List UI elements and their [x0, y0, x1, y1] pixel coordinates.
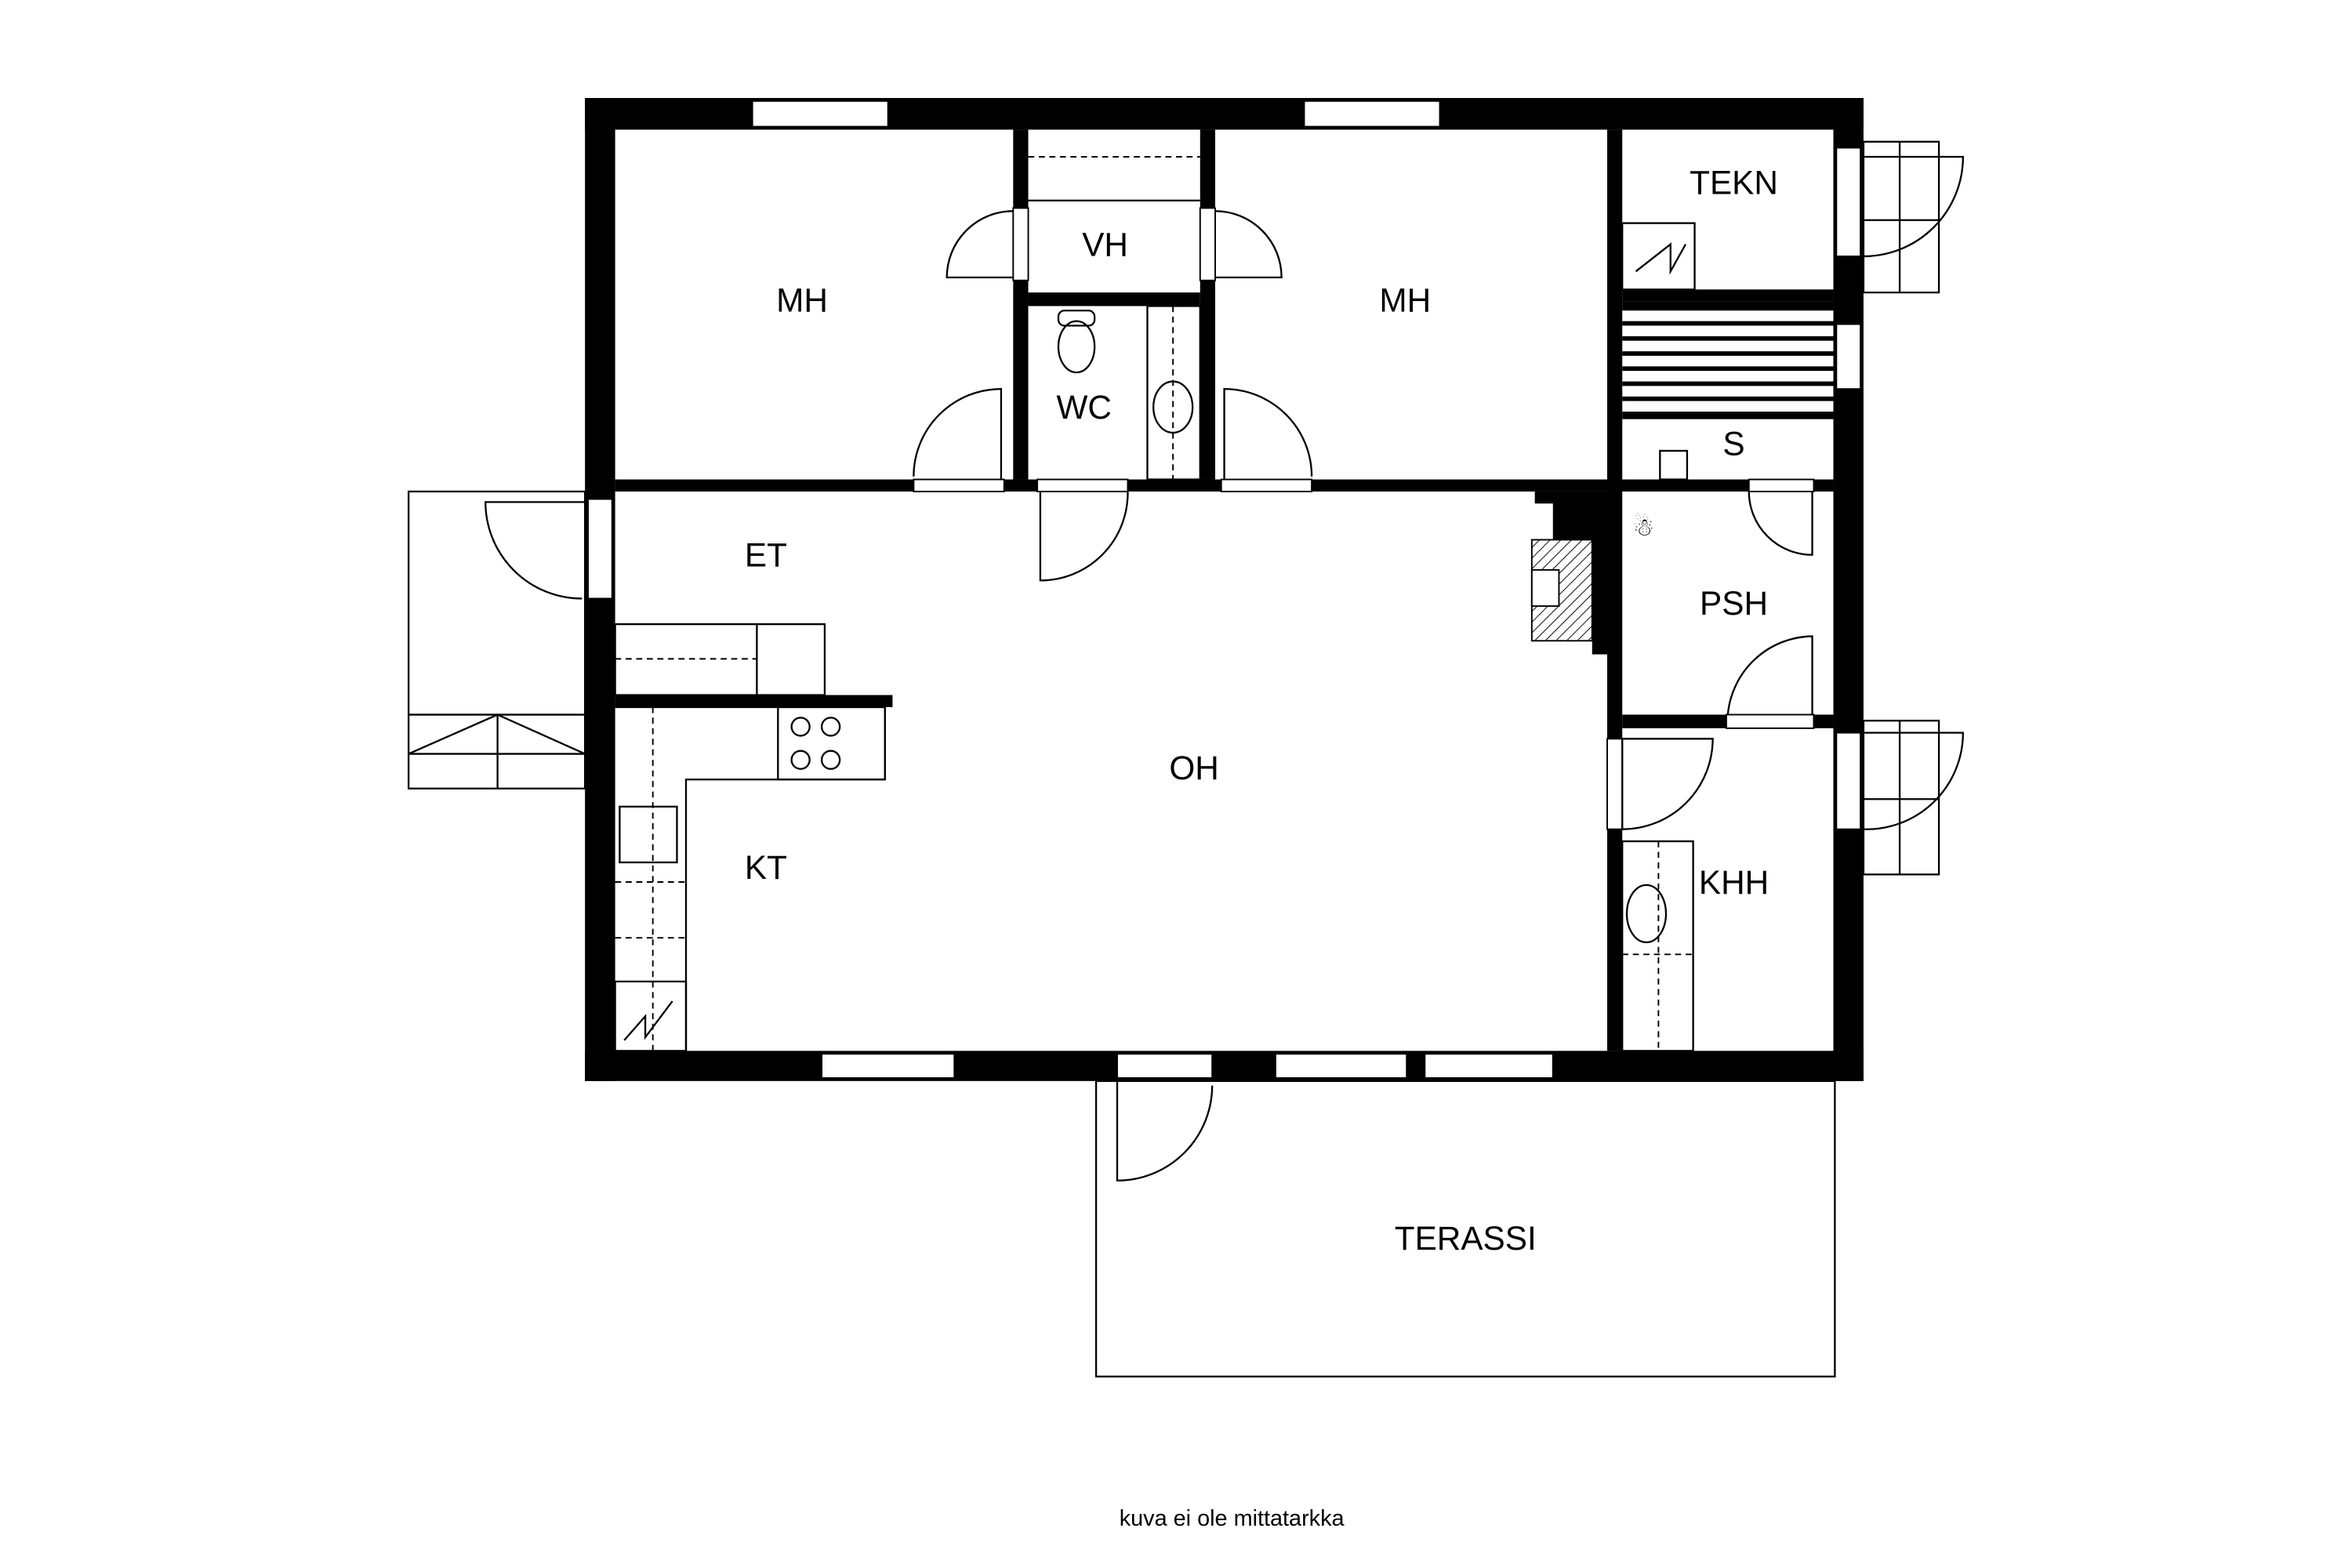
- washbasin-icon: [1625, 884, 1668, 944]
- room-label-mh-right: MH: [1379, 282, 1431, 319]
- room-labels: MH VH MH TEKN WC S ET PSH OH KT KHH TERA…: [745, 165, 1778, 1257]
- fixtures: ☃: [614, 156, 1834, 1052]
- shower-icon: ☃: [1632, 513, 1654, 541]
- room-label-khh: KHH: [1699, 864, 1769, 901]
- room-label-s: S: [1722, 425, 1744, 462]
- sauna-stove-icon: [1659, 449, 1689, 481]
- doors: [485, 140, 1965, 1181]
- sauna-bench: [1622, 301, 1834, 419]
- sink-icon: [619, 805, 678, 864]
- room-label-mh-left: MH: [776, 282, 828, 319]
- room-label-terassi: TERASSI: [1395, 1220, 1537, 1257]
- toilet-icon: [1057, 320, 1096, 374]
- stove-icon: [777, 706, 886, 781]
- room-label-psh: PSH: [1700, 585, 1768, 622]
- entrance-porch: [408, 490, 586, 789]
- outer-walls: [585, 98, 1864, 1081]
- room-label-oh: OH: [1169, 750, 1218, 786]
- scale-disclaimer: kuva ei ole mittatarkka: [1120, 1506, 1345, 1531]
- room-label-kt: KT: [745, 849, 787, 886]
- windows: [587, 100, 1862, 1079]
- room-label-et: ET: [745, 537, 787, 574]
- room-label-tekn: TEKN: [1690, 165, 1778, 201]
- room-label-wc: WC: [1056, 389, 1111, 426]
- room-label-vh: VH: [1082, 227, 1128, 263]
- interior-walls: [615, 129, 1834, 1051]
